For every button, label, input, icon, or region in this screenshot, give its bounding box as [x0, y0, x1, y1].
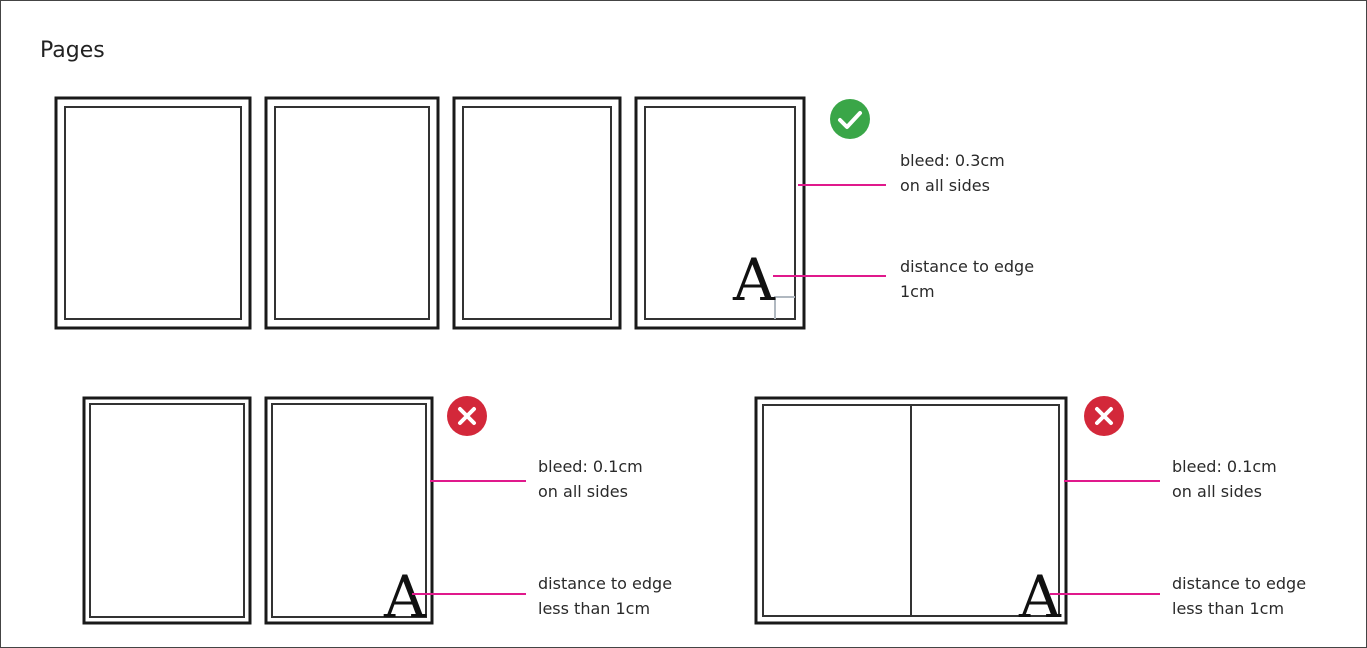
error-badge-1: [447, 396, 487, 436]
ok-badge-circle: [830, 99, 870, 139]
page-4: A: [634, 96, 806, 330]
bleed-label-line-2: on all sides: [538, 482, 628, 501]
page-outer-edge: [634, 96, 806, 330]
page-6: A: [264, 396, 434, 631]
page-2: [264, 96, 440, 330]
page-inner-edge: [462, 106, 612, 320]
page-3: [452, 96, 622, 330]
check-icon: [838, 111, 862, 129]
page-outer-edge: [54, 96, 252, 330]
bleed-label-line-1: bleed: 0.1cm: [1172, 457, 1277, 476]
sample-glyph: A: [1018, 563, 1062, 631]
page-outer-edge: [264, 396, 434, 625]
distance-label: distance to edge 1cm: [900, 257, 1039, 301]
distance-label-line-1: distance to edge: [900, 257, 1034, 276]
page-inner-edge: [644, 106, 796, 320]
margin-marker: [774, 296, 795, 319]
spread-outer-edge: [754, 396, 1068, 625]
page-5: [82, 396, 252, 625]
spread: A: [754, 396, 1068, 631]
distance-label-line-2: 1cm: [900, 282, 935, 301]
distance-label: distance to edge less than 1cm: [538, 574, 677, 618]
page-inner-edge: [271, 403, 427, 618]
error-badge-2: [1084, 396, 1124, 436]
bleed-label: bleed: 0.1cm on all sides: [1172, 457, 1282, 501]
sample-glyph: A: [732, 246, 776, 314]
bleed-label-line-1: bleed: 0.3cm: [900, 151, 1005, 170]
distance-label-line-2: less than 1cm: [538, 599, 650, 618]
page-title: Pages: [40, 38, 105, 63]
page-outer-edge: [452, 96, 622, 330]
distance-label: distance to edge less than 1cm: [1172, 574, 1311, 618]
bleed-label-line-2: on all sides: [1172, 482, 1262, 501]
page-inner-edge: [274, 106, 430, 320]
distance-label-line-1: distance to edge: [538, 574, 672, 593]
distance-label-line-1: distance to edge: [1172, 574, 1306, 593]
page-1: [54, 96, 252, 330]
bleed-label: bleed: 0.3cm on all sides: [900, 151, 1010, 195]
ok-badge: [830, 99, 870, 139]
bleed-label-line-1: bleed: 0.1cm: [538, 457, 643, 476]
page-inner-edge: [89, 403, 245, 618]
x-icon: [458, 407, 476, 425]
page-outer-edge: [264, 96, 440, 330]
x-icon: [1095, 407, 1113, 425]
page-outer-edge: [82, 396, 252, 625]
distance-label-line-2: less than 1cm: [1172, 599, 1284, 618]
bleed-label-line-2: on all sides: [900, 176, 990, 195]
sample-glyph: A: [383, 563, 427, 631]
bleed-label: bleed: 0.1cm on all sides: [538, 457, 648, 501]
page-inner-edge: [64, 106, 242, 320]
